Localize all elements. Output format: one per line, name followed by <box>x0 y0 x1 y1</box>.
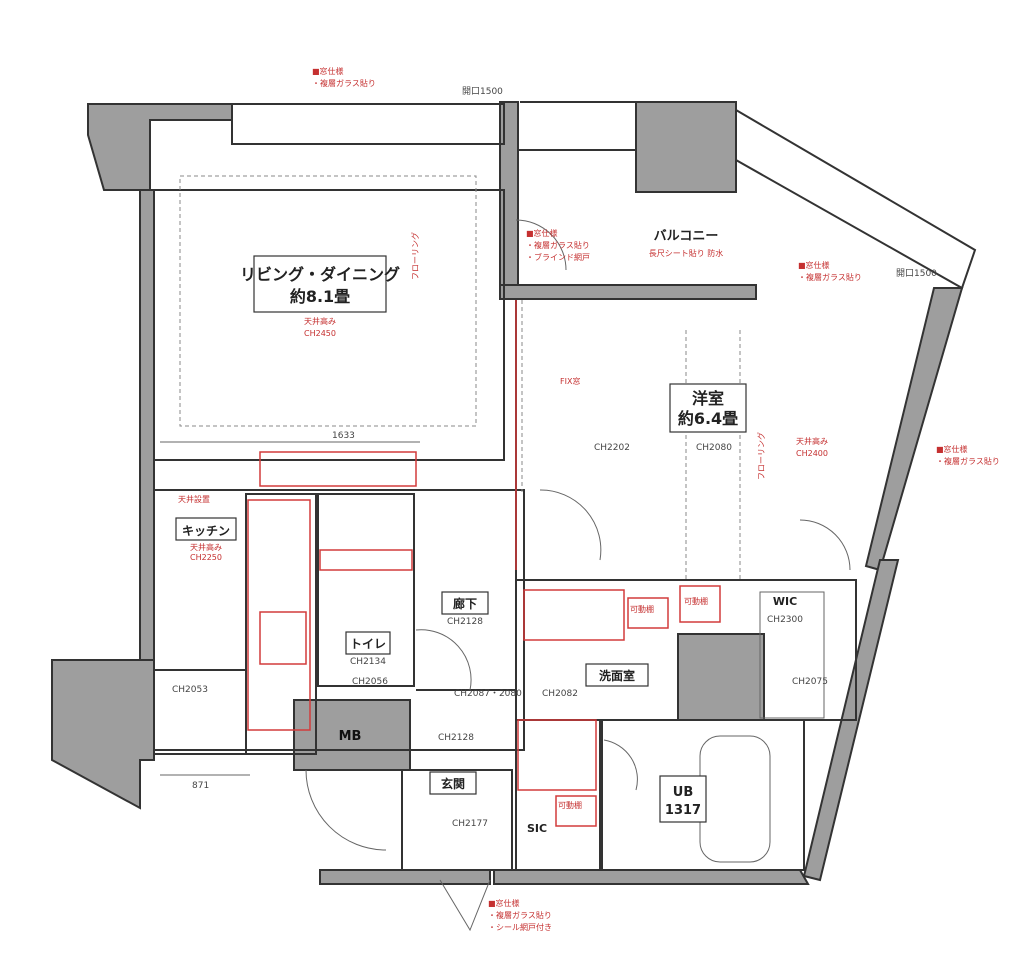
wic-name: WIC <box>773 595 797 608</box>
ub-size: 1317 <box>665 803 701 818</box>
hallway-label-box <box>441 591 489 615</box>
toilet-name: トイレ <box>350 637 386 651</box>
red-fixtures <box>247 300 721 827</box>
svg-text:・複層ガラス貼り: ・複層ガラス貼り <box>936 456 1000 466</box>
wall-left-lower <box>51 659 155 810</box>
window-note-right: ■窓仕様 ・複層ガラス貼り <box>936 444 1000 466</box>
dim-top-opening: 開口1500 <box>462 86 503 97</box>
doors <box>305 219 851 932</box>
western-size: 約6.4畳 <box>678 409 738 428</box>
dim-ch2075: CH2075 <box>792 677 828 687</box>
closet-c: 可動棚 <box>558 800 582 810</box>
living-label-box <box>253 255 387 313</box>
svg-text:■窓仕様: ■窓仕様 <box>526 228 558 238</box>
mb-name: MB <box>339 729 362 744</box>
washroom-name: 洗面室 <box>599 668 635 683</box>
mb-block <box>293 699 411 771</box>
wall-bottom-left <box>319 869 491 885</box>
exterior-walls <box>51 101 964 885</box>
living-ceiling: 天井高み <box>304 316 336 326</box>
wic-ch: CH2300 <box>767 615 803 625</box>
hallway-ch: CH2128 <box>447 617 483 627</box>
wall-balcony-bottom <box>499 284 757 300</box>
kitchen-ceiling: 天井高み <box>190 542 222 552</box>
ub-label-box <box>659 775 707 823</box>
column-balcony <box>635 101 737 193</box>
svg-text:・複層ガラス貼り: ・複層ガラス貼り <box>798 272 862 282</box>
wall-top-left <box>87 103 233 191</box>
entrance-name: 玄関 <box>441 776 465 791</box>
svg-text:・ブラインド網戸: ・ブラインド網戸 <box>526 252 590 262</box>
svg-text:・複層ガラス貼り: ・複層ガラス貼り <box>312 78 376 88</box>
wall-mid-vertical <box>499 101 519 299</box>
kitchen-ceiling-val: CH2250 <box>190 553 222 562</box>
window-note-balcony-door: ■窓仕様 ・複層ガラス貼り ・ブラインド網戸 <box>526 228 590 262</box>
kitchen-label-box <box>175 517 237 541</box>
balcony-name: バルコニー <box>654 229 719 244</box>
fix-window-note: FIX窓 <box>560 376 580 386</box>
washroom-label-box <box>585 663 649 687</box>
dim-ch2080: CH2080 <box>696 443 732 453</box>
svg-text:■窓仕様: ■窓仕様 <box>312 66 344 76</box>
pipe-shaft <box>677 633 765 721</box>
living-name: リビング・ダイニング <box>240 265 400 284</box>
svg-text:■窓仕様: ■窓仕様 <box>936 444 968 454</box>
dim-ch2053: CH2053 <box>172 685 208 695</box>
kitchen-name: キッチン <box>182 524 230 538</box>
dim-ch2177: CH2177 <box>452 819 488 829</box>
window-note-balcony-right: ■窓仕様 ・複層ガラス貼り <box>798 260 862 282</box>
svg-text:■窓仕様: ■窓仕様 <box>798 260 830 270</box>
closet-b: 可動棚 <box>684 596 708 606</box>
hallway-name: 廊下 <box>453 596 477 611</box>
western-ceiling: 天井高み <box>796 436 828 446</box>
western-name: 洋室 <box>692 389 724 408</box>
ub-name: UB <box>673 785 693 800</box>
wall-right-upper <box>864 287 964 572</box>
western-label-box <box>669 383 747 433</box>
dim-ch2202: CH2202 <box>594 443 630 453</box>
svg-text:・複層ガラス貼り: ・複層ガラス貼り <box>526 240 590 250</box>
toilet-label-box <box>345 631 391 655</box>
dim-balcony-opening: 開口1500 <box>896 268 937 279</box>
dim-kitchen-width: 1633 <box>332 431 355 441</box>
balcony-note: 長尺シート貼り 防水 <box>649 248 724 258</box>
toilet-ch: CH2134 <box>350 657 386 667</box>
dim-ch2056: CH2056 <box>352 677 388 687</box>
washroom-ch: CH2082 <box>542 689 578 699</box>
window-note-bottom: ■窓仕様 ・複層ガラス貼り ・シール網戸付き <box>488 898 552 932</box>
ceiling-kitchen-note: 天井設置 <box>178 494 210 504</box>
closet-a: 可動棚 <box>630 604 654 614</box>
wall-left-upper <box>139 189 155 661</box>
flooring-western: フローリング <box>756 432 766 480</box>
svg-text:・シール網戸付き: ・シール網戸付き <box>488 922 552 932</box>
flooring-living: フローリング <box>410 232 420 280</box>
entrance-label-box <box>429 771 477 795</box>
wall-bottom-right <box>493 869 810 885</box>
window-note-top: ■窓仕様 ・複層ガラス貼り <box>312 66 376 88</box>
sic-name: SIC <box>527 822 547 835</box>
svg-text:・複層ガラス貼り: ・複層ガラス貼り <box>488 910 552 920</box>
living-ceiling-val: CH2450 <box>304 329 336 338</box>
svg-text:■窓仕様: ■窓仕様 <box>488 898 520 908</box>
western-ceiling-val: CH2400 <box>796 449 828 458</box>
dim-ch2128b: CH2128 <box>438 733 474 743</box>
dim-ch2087: CH2087・2080 <box>454 689 522 699</box>
dim-bottom-width: 871 <box>192 781 209 791</box>
living-size: 約8.1畳 <box>290 287 350 306</box>
